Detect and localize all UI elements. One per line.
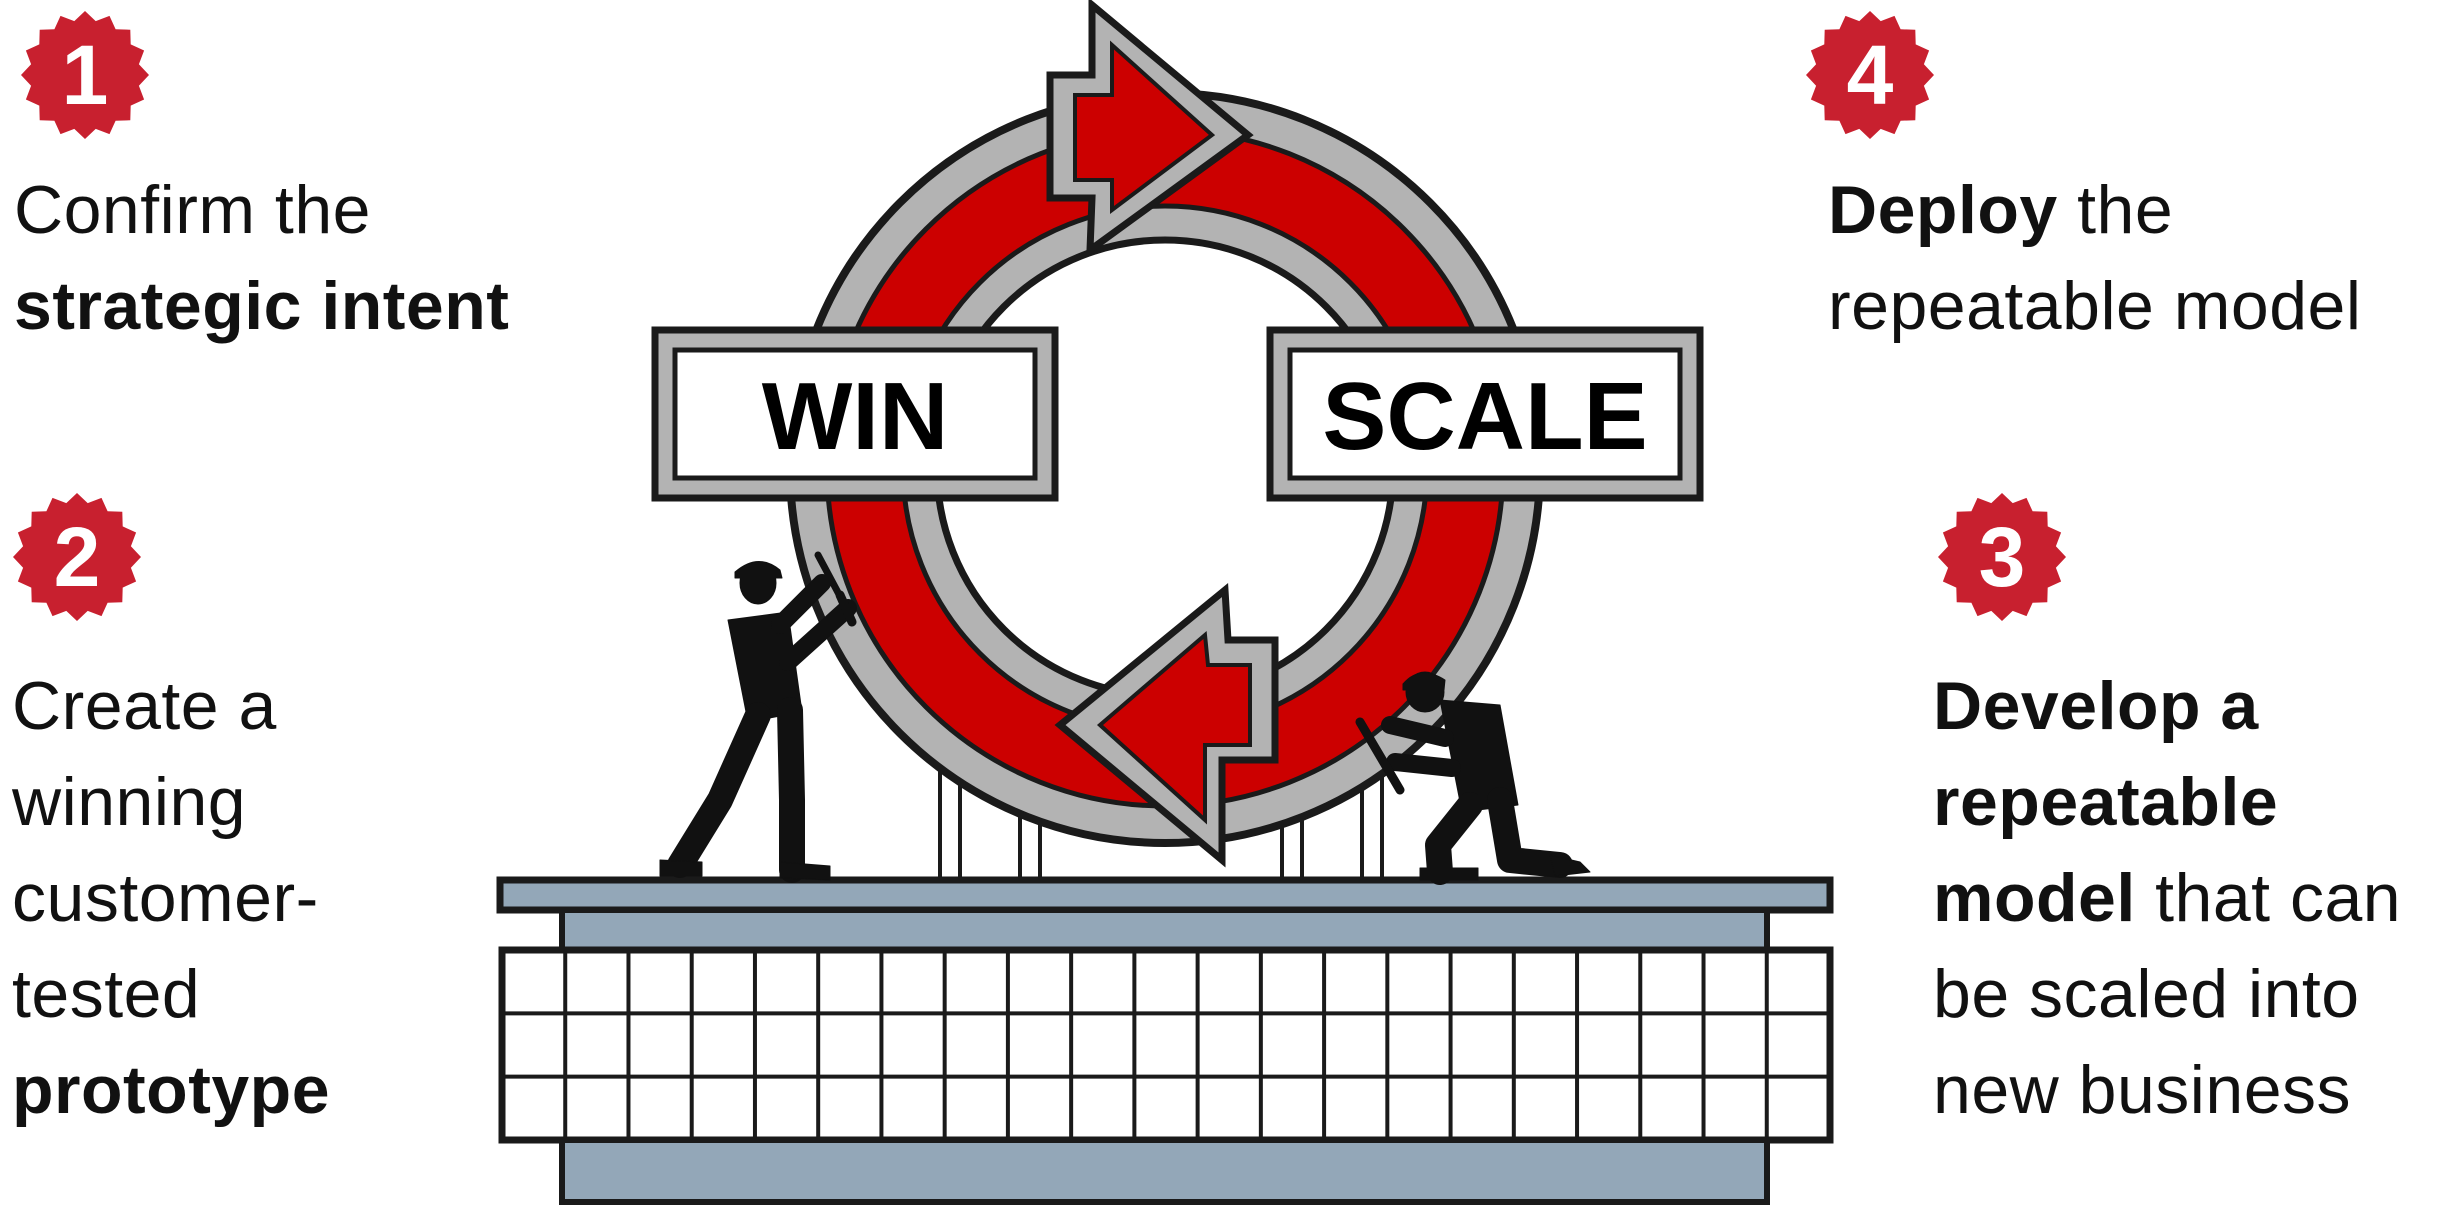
step-3-line2: repeatable: [1933, 764, 2278, 840]
step-3-line5: new business: [1933, 1042, 2401, 1138]
step-2-badge: 2: [10, 490, 144, 624]
step-3-text: Develop a repeatable model that can be s…: [1933, 658, 2401, 1138]
scale-sign: SCALE: [1270, 330, 1700, 498]
step-4-badge: 4: [1803, 8, 1937, 142]
step-4-number: 4: [1803, 8, 1937, 142]
win-sign: WIN: [655, 330, 1055, 498]
step-3-line4: be scaled into: [1933, 946, 2401, 1042]
step-1-number: 1: [18, 8, 152, 142]
step-1-text: Confirm the strategic intent: [14, 162, 509, 354]
step-4-text: Deploy the repeatable model: [1828, 162, 2361, 354]
step-1-line2: strategic intent: [14, 268, 509, 344]
win-label: WIN: [762, 363, 949, 470]
step-3-line3-rest: that can: [2136, 860, 2401, 936]
step-3-line3-bold: model: [1933, 860, 2136, 936]
step-1-badge: 1: [18, 8, 152, 142]
step-3-badge: 3: [1935, 490, 2069, 624]
step-4-line2: repeatable model: [1828, 258, 2361, 354]
step-2-text: Create a winning customer- tested protot…: [12, 658, 330, 1138]
step-4-line1-bold: Deploy: [1828, 172, 2058, 248]
step-2-line3: customer-: [12, 850, 330, 946]
building-platform: [500, 880, 1830, 1202]
step-2-number: 2: [10, 490, 144, 624]
step-2-line5: prototype: [12, 1052, 330, 1128]
step-1-line1: Confirm the: [14, 162, 509, 258]
step-2-line4: tested: [12, 946, 330, 1042]
step-2-line1: Create a: [12, 658, 330, 754]
scale-label: SCALE: [1322, 363, 1647, 470]
step-2-line2: winning: [12, 754, 330, 850]
step-3-number: 3: [1935, 490, 2069, 624]
step-3-line1: Develop a: [1933, 668, 2259, 744]
step-4-line1-rest: the: [2058, 172, 2173, 248]
